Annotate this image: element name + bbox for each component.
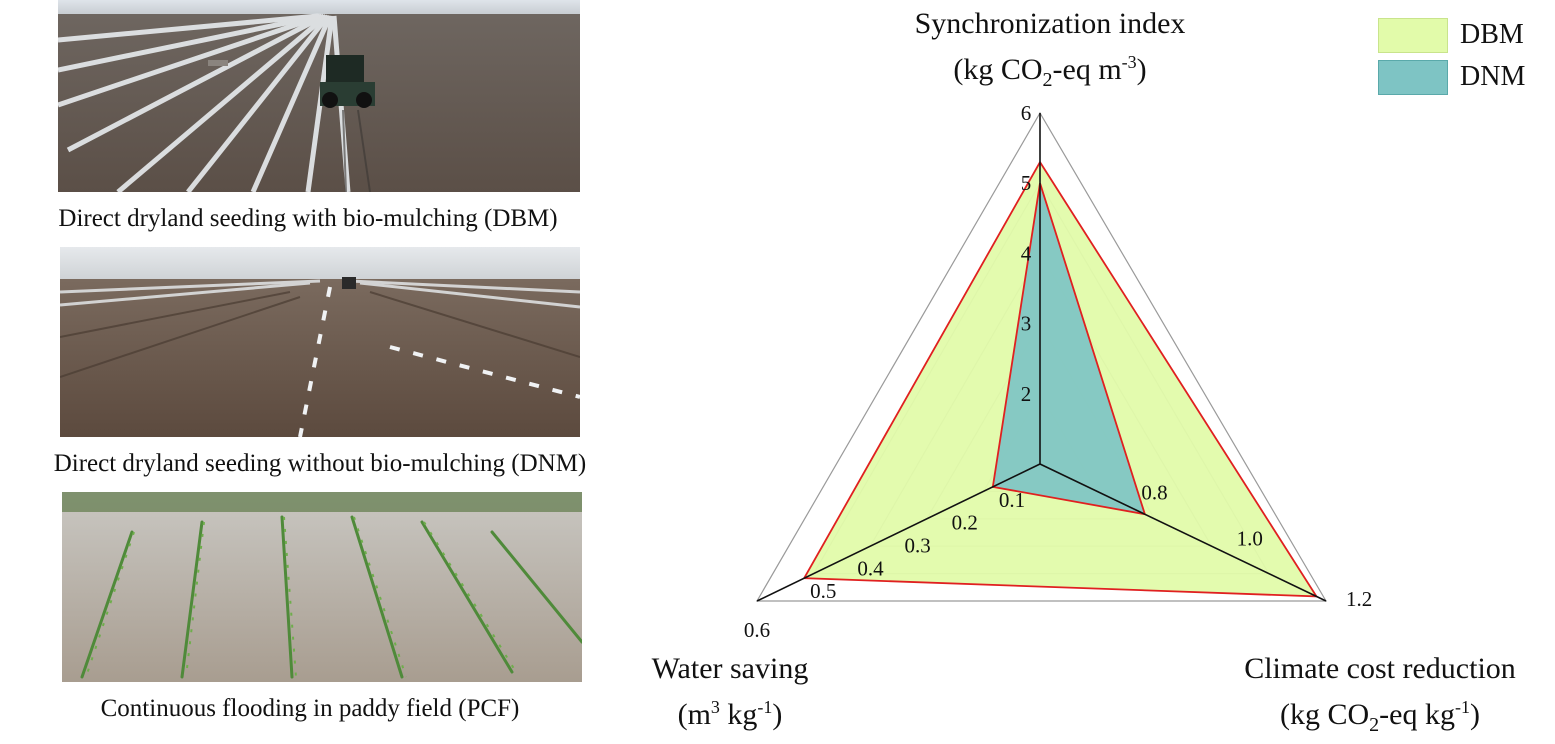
- tick-water-0.4: 0.4: [857, 556, 884, 580]
- legend-swatch-dnm: [1378, 60, 1448, 95]
- tick-water-0.1: 0.1: [999, 488, 1025, 512]
- tick-water-0.5: 0.5: [810, 579, 836, 603]
- tick-sync-4: 4: [1021, 241, 1032, 265]
- axis-name-synchronization: Synchronization index: [840, 5, 1260, 43]
- tick-water-0.3: 0.3: [905, 534, 931, 558]
- tick-sync-2: 2: [1021, 382, 1032, 406]
- tick-water-0.2: 0.2: [952, 511, 978, 535]
- legend-swatch-dbm: [1378, 18, 1448, 53]
- tick-climate-1.0: 1.0: [1237, 526, 1263, 550]
- legend-item-dbm: DBM: [1378, 15, 1525, 55]
- axis-unit-synchronization: (kg CO2-eq m-3): [840, 43, 1260, 99]
- axis-name-climate: Climate cost reduction: [1210, 650, 1550, 688]
- legend-label-dnm: DNM: [1460, 61, 1525, 93]
- axis-title-synchronization: Synchronization index (kg CO2-eq m-3): [840, 5, 1260, 99]
- axis-name-water: Water saving: [620, 650, 840, 688]
- axis-unit-climate: (kg CO2-eq kg-1): [1210, 688, 1550, 744]
- tick-sync-3: 3: [1021, 312, 1032, 336]
- tick-climate-0.8: 0.8: [1141, 481, 1167, 505]
- axis-unit-water: (m3 kg-1): [620, 688, 840, 734]
- legend: DBM DNM: [1378, 15, 1525, 99]
- tick-water-0.6: 0.6: [744, 618, 770, 642]
- legend-label-dbm: DBM: [1460, 19, 1524, 51]
- tick-sync-6: 6: [1021, 101, 1032, 125]
- axis-title-water: Water saving (m3 kg-1): [620, 650, 840, 734]
- tick-sync-5: 5: [1021, 171, 1032, 195]
- tick-climate-1.2: 1.2: [1346, 587, 1372, 611]
- legend-item-dnm: DNM: [1378, 57, 1525, 97]
